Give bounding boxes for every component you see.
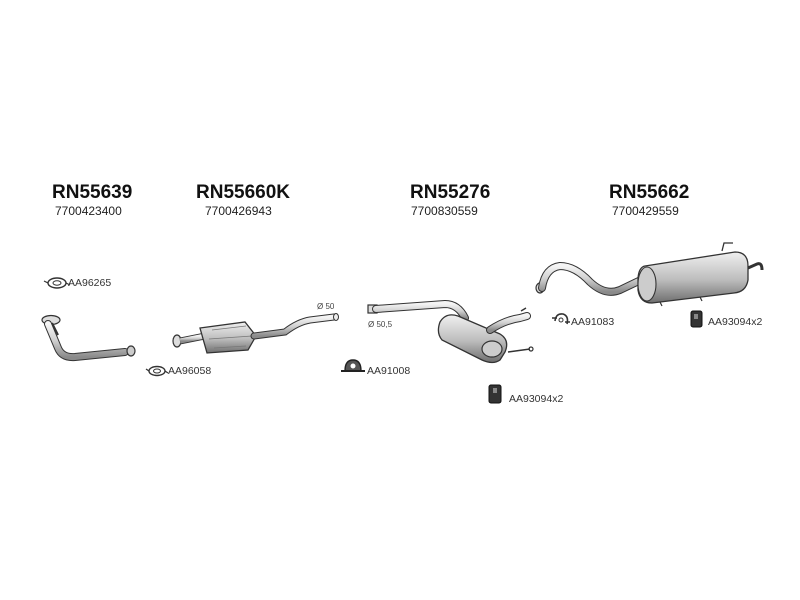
rubber-mount-label-2: AA93094x2 [708,316,763,328]
part-code-rear-silencer: RN55662 [609,182,690,203]
oem-number-rear-silencer: 7700429559 [612,204,679,218]
oem-number-front-pipe: 7700423400 [55,204,122,218]
pipe-diameter-label-1: Ø 50 [317,302,335,311]
clamp-label-1: AA91008 [367,365,411,377]
gasket-icon [43,277,71,289]
middle-silencer-drawing [367,299,534,364]
oem-number-catalytic-converter: 7700426943 [205,204,272,218]
part-code-middle-silencer: RN55276 [410,182,491,203]
gasket-label-1: AA96265 [68,277,112,289]
rubber-mount-icon [690,310,703,328]
rubber-mount-label-1: AA93094x2 [509,393,564,405]
gasket-label-2: AA96058 [168,365,212,377]
pipe-diameter-label-2: Ø 50,5 [368,320,393,329]
part-code-catalytic-converter: RN55660K [196,182,290,203]
clamp-label-2: AA91083 [571,316,615,328]
rear-silencer-drawing [535,242,764,307]
gasket-icon [145,365,169,377]
catalytic-converter-drawing [172,313,339,354]
rubber-mount-icon [488,384,502,404]
clamp-icon [552,313,570,325]
part-code-front-pipe: RN55639 [52,182,133,203]
clamp-icon [341,359,365,372]
front-pipe-drawing [41,314,136,362]
oem-number-middle-silencer: 7700830559 [411,204,478,218]
